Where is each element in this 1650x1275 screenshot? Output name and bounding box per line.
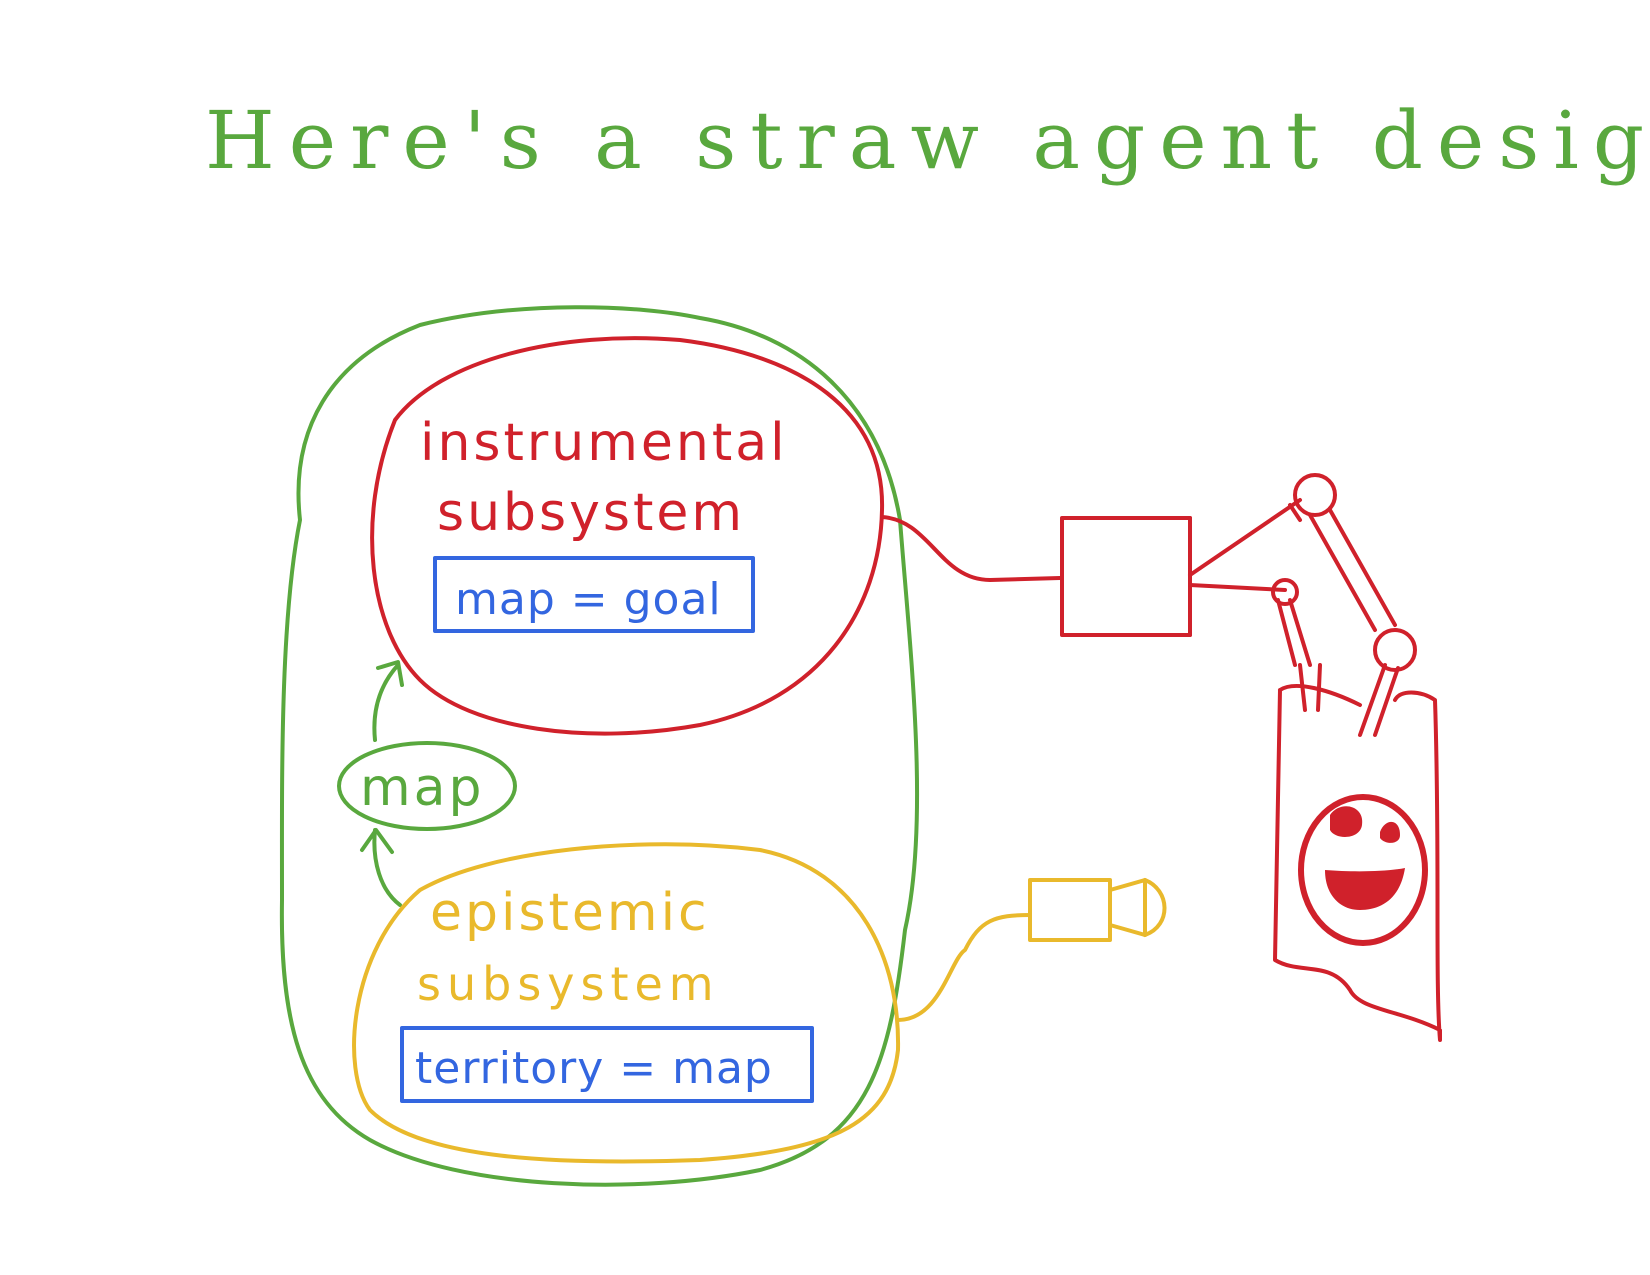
territory-map-box <box>400 1026 814 1103</box>
territory-map-label: territory = map <box>415 1043 773 1094</box>
agent-boundary <box>279 305 920 1187</box>
arrow-epistemic-to-map <box>372 828 402 907</box>
instrumental-to-effector-wire <box>880 515 1062 582</box>
robot-arm-icon <box>1060 473 1417 737</box>
map-bubble-label: map <box>360 758 485 818</box>
map-goal-label: map = goal <box>455 574 722 625</box>
epistemic-to-sensor-wire <box>896 913 1032 1022</box>
smiley-bag-icon <box>1273 683 1442 1042</box>
diagram-title: Here's a straw agent design: <box>205 94 1650 187</box>
instrumental-subsystem-boundary <box>370 336 885 736</box>
instrumental-label-line1: instrumental <box>420 413 788 473</box>
arrow-map-to-instrumental <box>372 663 400 742</box>
arrow-head-to-map <box>360 828 394 854</box>
epistemic-label-line2: subsystem <box>417 957 720 1011</box>
epistemic-label-line1: epistemic <box>430 883 710 943</box>
epistemic-subsystem-boundary <box>352 842 901 1164</box>
instrumental-label-line2: subsystem <box>437 483 745 543</box>
camera-icon <box>1028 878 1167 942</box>
arrow-head-to-instrumental <box>376 660 404 687</box>
map-goal-box <box>433 556 755 633</box>
map-bubble <box>337 741 517 831</box>
